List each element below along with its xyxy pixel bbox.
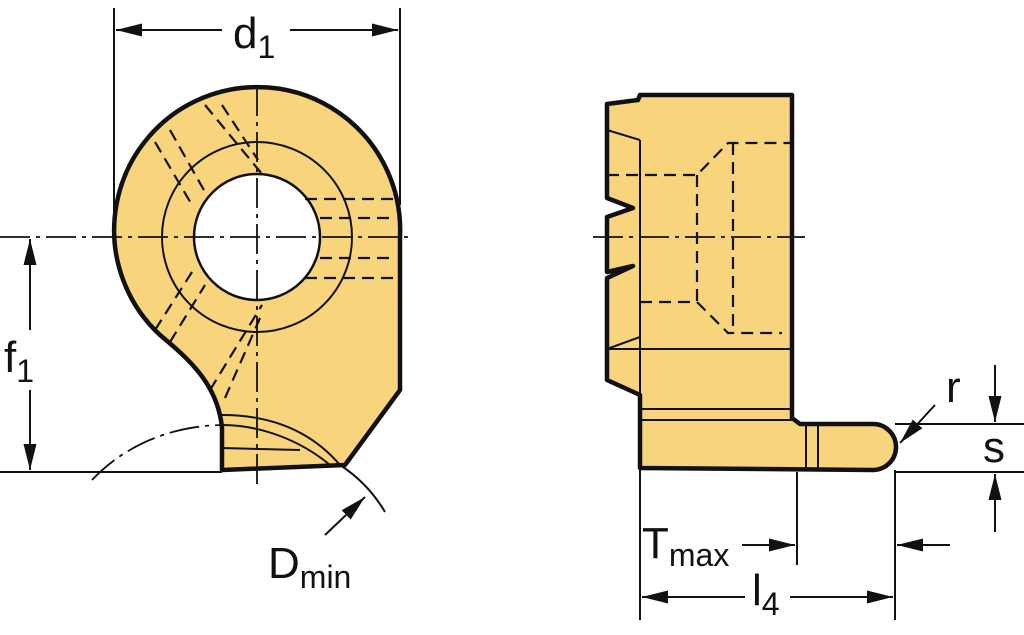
r-label: r xyxy=(946,363,961,412)
r-leader xyxy=(899,404,936,444)
l4-label: l4 xyxy=(752,566,780,622)
front-view: d1 f1 Dmin xyxy=(0,8,412,595)
d1-label: d1 xyxy=(233,9,275,65)
dmin-arc-right xyxy=(339,464,386,513)
dmin-label: Dmin xyxy=(268,539,351,595)
side-view: Tmax l4 s r xyxy=(593,92,1024,622)
relief-lines xyxy=(221,414,341,466)
dmin-leader xyxy=(324,496,366,536)
hidden-lines-side xyxy=(607,141,790,335)
s-label: s xyxy=(983,423,1005,472)
side-view-outline xyxy=(604,92,899,473)
f1-label: f1 xyxy=(4,333,34,389)
tmax-label: Tmax xyxy=(642,519,729,573)
hidden-lines-front xyxy=(154,104,395,399)
dmin-arc xyxy=(91,424,226,481)
